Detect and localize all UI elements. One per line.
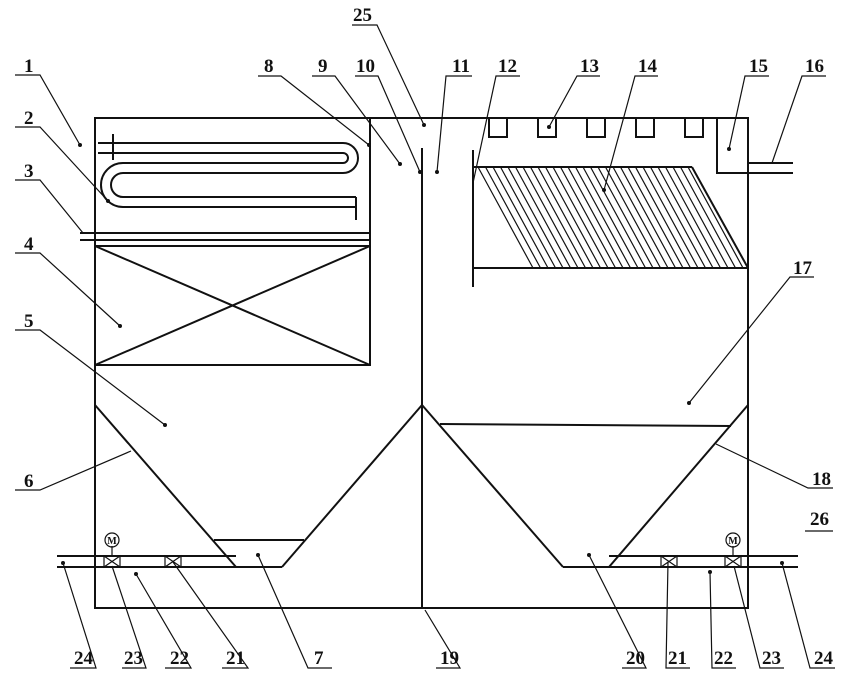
label-24-left: 24: [74, 648, 94, 669]
label-11: 11: [452, 56, 470, 77]
label-3: 3: [24, 161, 34, 182]
settler-plate: [537, 166, 594, 269]
label-14: 14: [638, 56, 658, 77]
label-20: 20: [626, 648, 645, 669]
settler-plate: [664, 166, 722, 269]
settler-plate: [484, 166, 542, 269]
settler-plate: [552, 166, 609, 269]
label-6: 6: [24, 471, 34, 492]
settler-plate: [477, 166, 534, 269]
label-21-right: 21: [668, 648, 687, 669]
label-8: 8: [264, 56, 274, 77]
label-23-right: 23: [762, 648, 781, 669]
settler-plate: [582, 166, 639, 269]
left-upper-module: [95, 118, 371, 365]
settler-plate: [589, 166, 647, 269]
label-23-left: 23: [124, 648, 143, 669]
left-electric-valve: M: [103, 532, 121, 569]
label-4: 4: [24, 234, 34, 255]
right-sludge-pipe: M: [609, 532, 798, 569]
settler-plate: [514, 166, 572, 269]
overflow-weirs: [488, 118, 704, 138]
settler-plate: [522, 166, 579, 269]
label-22-right: 22: [714, 648, 733, 669]
right-electric-valve: M: [724, 532, 742, 569]
part-labels: 1 2 3 4 5 6 8 9 10 25 11 12 13 14 15 16 …: [24, 5, 834, 669]
settler-plate: [649, 166, 707, 269]
label-24-right: 24: [814, 648, 834, 669]
label-25: 25: [353, 5, 372, 26]
leader-lines: [15, 24, 835, 669]
settler-plate: [544, 166, 602, 269]
label-17: 17: [793, 258, 813, 279]
packing-block: [94, 245, 371, 366]
settler-plate: [492, 166, 549, 269]
label-19: 19: [440, 648, 459, 669]
settler-plate: [672, 166, 729, 269]
label-1: 1: [24, 56, 34, 77]
settler-plate: [604, 166, 662, 269]
label-5: 5: [24, 311, 34, 332]
settler-plate: [499, 166, 557, 269]
settler-plate: [507, 166, 564, 269]
settler-plate: [574, 166, 632, 269]
settler-plate: [567, 166, 624, 269]
label-9: 9: [318, 56, 328, 77]
label-18: 18: [812, 469, 831, 490]
settler-plate: [619, 166, 677, 269]
left-sludge-pipe: M: [57, 532, 236, 569]
serpentine-coil: [98, 134, 359, 220]
settler-plate: [597, 166, 654, 269]
settler-plate: [657, 166, 714, 269]
pointer-dots: [61, 123, 784, 576]
label-7: 7: [314, 648, 324, 669]
settler-plate: [627, 166, 684, 269]
effluent-trough: [716, 118, 793, 174]
left-manual-valve: [164, 554, 182, 569]
settler-plate: [634, 166, 692, 269]
svg-text:M: M: [107, 536, 117, 547]
left-hopper: [94, 404, 423, 568]
settler-plate: [559, 166, 617, 269]
label-10: 10: [356, 56, 375, 77]
settler-plate: [612, 166, 669, 269]
label-15: 15: [749, 56, 768, 77]
right-manual-valve: [660, 554, 678, 569]
label-22-left: 22: [170, 648, 189, 669]
settler-plate: [679, 166, 737, 269]
label-21-left: 21: [226, 648, 245, 669]
label-16: 16: [805, 56, 824, 77]
right-hopper: [421, 404, 749, 568]
label-2: 2: [24, 108, 34, 129]
svg-text:M: M: [728, 536, 738, 547]
settler-plate: [642, 166, 699, 269]
settler-plate: [687, 166, 744, 269]
inclined-plate-settler: [473, 166, 749, 269]
label-13: 13: [580, 56, 599, 77]
inlet-pipe: [80, 232, 95, 241]
settler-plate: [529, 166, 587, 269]
label-12: 12: [498, 56, 517, 77]
label-26: 26: [810, 509, 829, 530]
